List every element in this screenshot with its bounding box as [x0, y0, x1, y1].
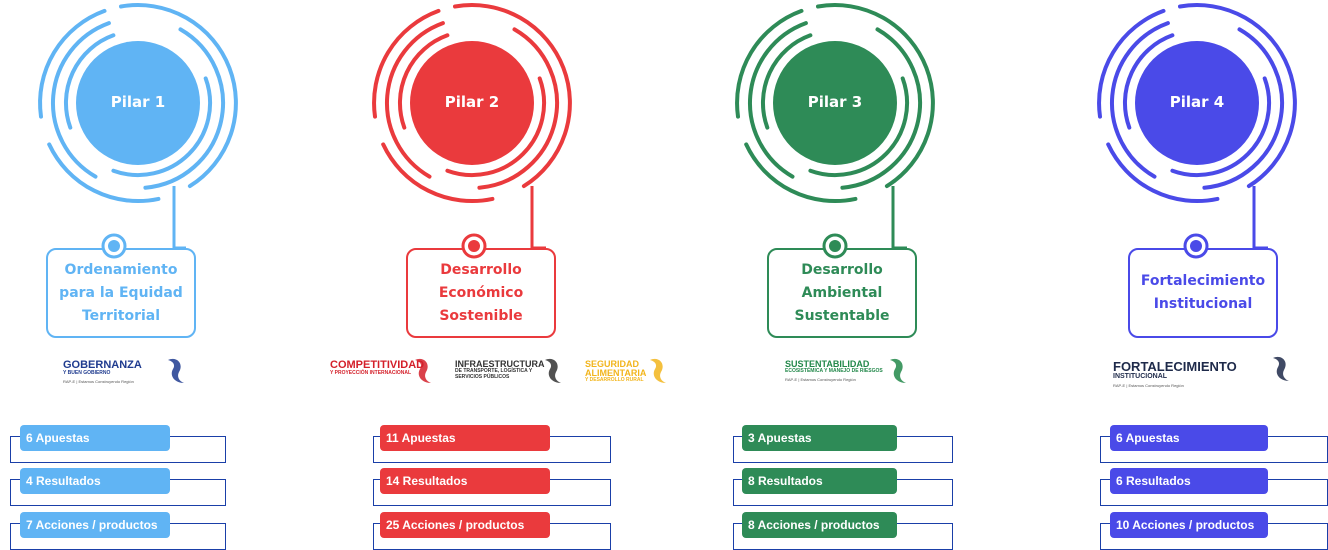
logo-tagline: RAP-E | Estamos Construyendo Región: [785, 376, 856, 382]
connector-line: [1252, 186, 1268, 250]
logo-subtitle: INSTITUCIONAL: [1113, 373, 1168, 380]
outer-ring-arc: [744, 142, 858, 203]
inner-ring-arc: [111, 76, 213, 178]
middle-ring-arc: [477, 27, 560, 190]
middle-ring-arc: [747, 21, 808, 179]
ribbon-mark-icon: [415, 358, 431, 383]
middle-ring-arc: [1109, 21, 1170, 179]
inner-ring-arc: [1170, 76, 1272, 178]
pilar-core-circle: [1135, 41, 1259, 165]
middle-ring-arc: [143, 27, 226, 190]
logo-tagline: RAP-E | Estamos Construyendo Región: [63, 378, 134, 384]
pilar-label: Pilar 2: [444, 93, 500, 111]
pilar-core-circle: [410, 41, 534, 165]
outer-ring-arc: [381, 142, 495, 203]
stat-pill: 11 Apuestas: [380, 425, 550, 451]
pilar-title-box: Desarrollo Económico Sostenible: [406, 248, 556, 338]
pilar-title-box: Desarrollo Ambiental Sustentable: [767, 248, 917, 338]
outer-ring-arc: [47, 142, 161, 203]
outer-ring-arc: [372, 8, 441, 119]
stat-pill: 6 Apuestas: [1110, 425, 1268, 451]
ribbon-mark-icon: [168, 358, 184, 383]
middle-ring-arc: [840, 27, 923, 190]
logo-name: INFRAESTRUCTURA: [455, 359, 545, 369]
pilar-title: Ordenamiento para la Equidad Territorial: [59, 261, 183, 324]
connector-line: [891, 186, 907, 250]
outer-ring-arc: [735, 8, 804, 119]
stat-pill: 6 Resultados: [1110, 468, 1268, 494]
middle-ring-arc: [1202, 27, 1285, 190]
outer-ring-arc: [38, 8, 107, 119]
inner-ring-arc: [397, 33, 450, 130]
pilar-title-box: Ordenamiento para la Equidad Territorial: [46, 248, 196, 338]
stat-pill: 25 Acciones / productos: [380, 512, 550, 538]
pilar-title-box: Fortalecimiento Institucional: [1128, 248, 1278, 338]
ribbon-mark-icon: [650, 358, 666, 383]
outer-ring-arc: [453, 3, 572, 189]
logo-subtitle: DE TRANSPORTE, LOGÍSTICA Y SERVICIOS PÚB…: [455, 368, 533, 380]
logo-subtitle: Y BUEN GOBIERNO: [63, 370, 111, 376]
logo-name: GOBERNANZA: [63, 359, 142, 371]
connector-line: [530, 186, 546, 250]
inner-ring-arc: [1122, 33, 1175, 130]
outer-ring-arc: [816, 3, 935, 189]
stat-pill: 3 Apuestas: [742, 425, 897, 451]
stat-pill: 8 Resultados: [742, 468, 897, 494]
inner-ring-arc: [63, 33, 116, 130]
stat-pill: 14 Resultados: [380, 468, 550, 494]
outer-ring-arc: [1097, 8, 1166, 119]
pilar-label: Pilar 1: [110, 93, 166, 111]
connector-line: [172, 186, 186, 250]
outer-ring-arc: [1106, 142, 1220, 203]
stat-pill: 4 Resultados: [20, 468, 170, 494]
inner-ring-arc: [760, 33, 813, 130]
pilar-title: Desarrollo Económico Sostenible: [438, 261, 524, 324]
logo-subtitle: Y PROYECCIÓN INTERNACIONAL: [330, 370, 412, 376]
outer-ring-arc: [1178, 3, 1297, 189]
middle-ring-arc: [50, 21, 111, 179]
inner-ring-arc: [445, 76, 547, 178]
stat-pill: 8 Acciones / productos: [742, 512, 897, 538]
pilar-title: Desarrollo Ambiental Sustentable: [794, 261, 890, 324]
logo-name: SEGURIDAD ALIMENTARIA: [585, 359, 647, 378]
logo-subtitle: ECOSISTÉMICA Y MANEJO DE RIESGOS: [785, 368, 883, 374]
stat-pill: 7 Acciones / productos: [20, 512, 170, 538]
logo-subtitle: Y DESARROLLO RURAL: [585, 377, 644, 383]
logo-tagline: RAP-E | Estamos Construyendo Región: [1113, 382, 1184, 388]
stat-pill: 6 Apuestas: [20, 425, 170, 451]
ribbon-mark-icon: [1273, 356, 1289, 381]
pilar-core-circle: [773, 41, 897, 165]
logo-name: COMPETITIVIDAD: [330, 359, 425, 371]
inner-ring-arc: [808, 76, 910, 178]
stat-pill: 10 Acciones / productos: [1110, 512, 1268, 538]
middle-ring-arc: [384, 21, 445, 179]
logo-name: FORTALECIMIENTO: [1113, 359, 1237, 374]
outer-ring-arc: [119, 3, 238, 189]
pilar-label: Pilar 4: [1169, 93, 1225, 111]
logo-name: SUSTENTABILIDAD: [785, 359, 870, 369]
ribbon-mark-icon: [890, 358, 906, 383]
pilar-title: Fortalecimiento Institucional: [1140, 273, 1266, 312]
pilar-label: Pilar 3: [807, 93, 863, 111]
ribbon-mark-icon: [545, 358, 561, 383]
pilar-core-circle: [76, 41, 200, 165]
